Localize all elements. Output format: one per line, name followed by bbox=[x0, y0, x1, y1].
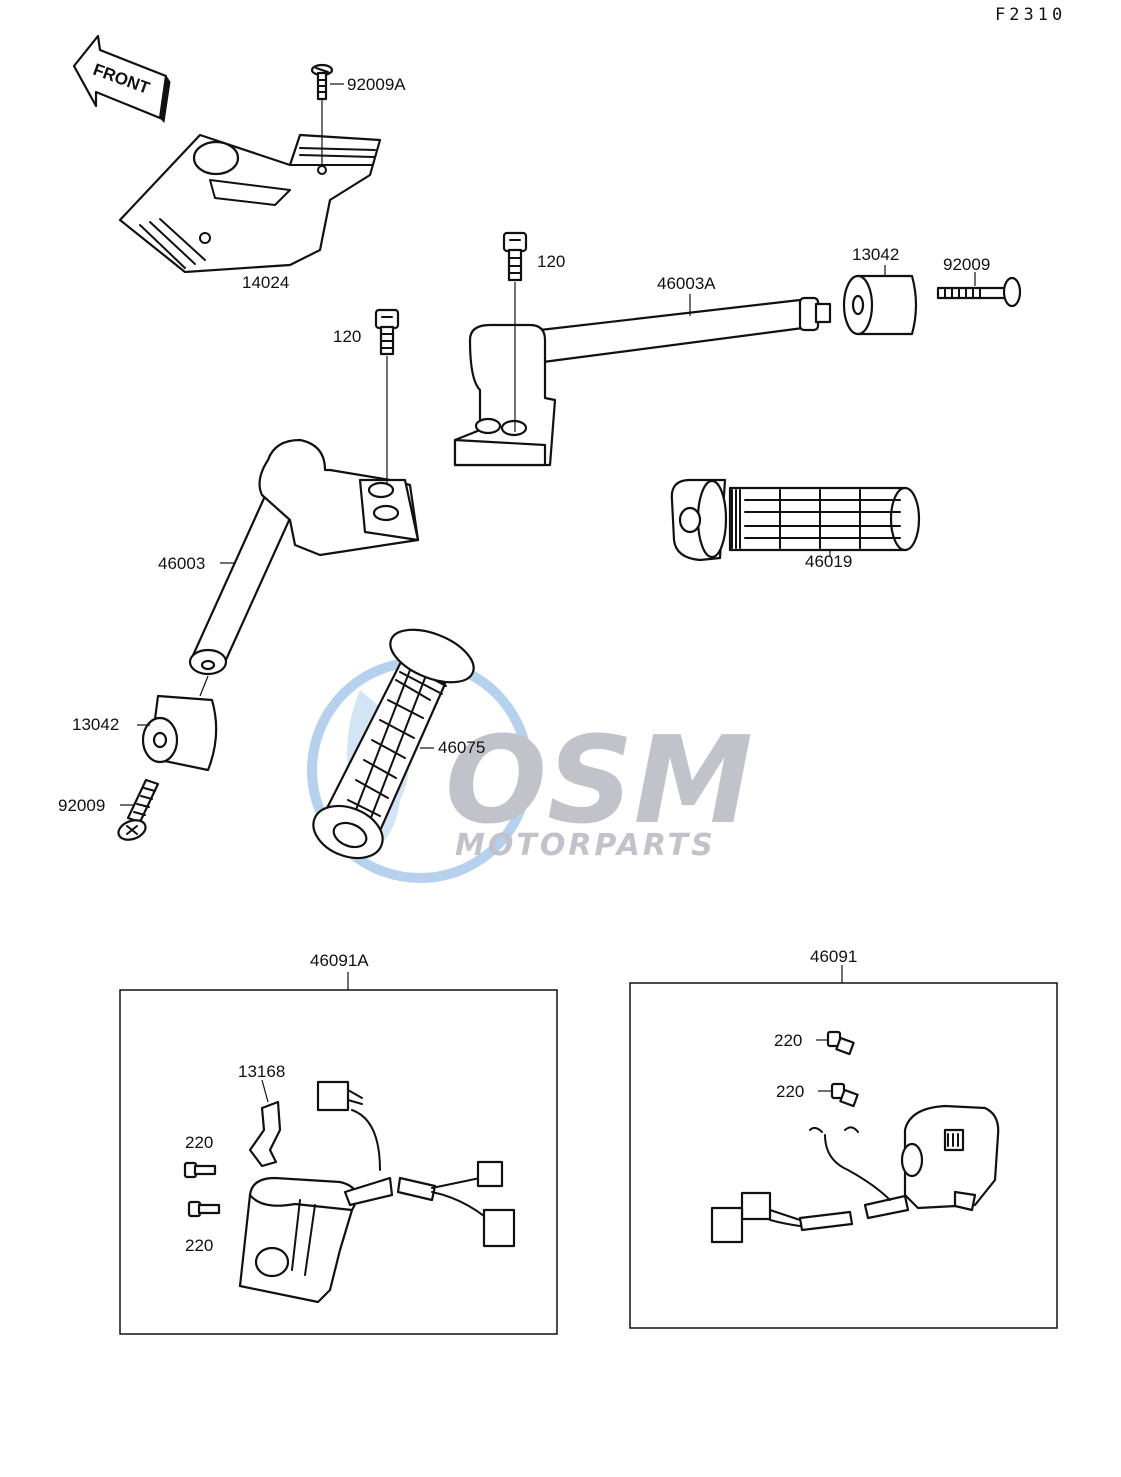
label-220-left-top: 220 bbox=[185, 1133, 213, 1152]
watermark-subtitle: MOTORPARTS bbox=[455, 828, 716, 863]
watermark-brand: OSM bbox=[445, 712, 753, 851]
box-right-title: 46091 bbox=[810, 947, 857, 966]
part-46075-handle-grip bbox=[312, 628, 475, 860]
label-120-left: 120 bbox=[333, 327, 361, 346]
bolt-92009-right-icon bbox=[936, 272, 1022, 308]
label-92009-left: 92009 bbox=[58, 796, 105, 815]
diagram-code: F2310 bbox=[995, 5, 1066, 25]
label-46003: 46003 bbox=[158, 554, 205, 573]
screw-92009A-icon bbox=[310, 63, 344, 165]
label-13042-left: 13042 bbox=[72, 715, 119, 734]
label-46075: 46075 bbox=[438, 738, 485, 757]
label-13042-right: 13042 bbox=[852, 245, 899, 264]
box-left-title: 46091A bbox=[310, 951, 369, 970]
part-14024-cover bbox=[118, 133, 382, 274]
switch-assembly-46091A-box bbox=[119, 972, 558, 1335]
part-13042-bar-end-right bbox=[842, 265, 918, 336]
part-13042-bar-end-left bbox=[141, 675, 218, 772]
label-92009-right: 92009 bbox=[943, 255, 990, 274]
part-46003A-handlebar-right bbox=[453, 296, 832, 467]
screw-120-left-icon bbox=[374, 308, 400, 485]
switch-assembly-46091-box bbox=[629, 965, 1058, 1329]
label-220-right-top: 220 bbox=[774, 1031, 802, 1050]
label-120-right: 120 bbox=[537, 252, 565, 271]
label-220-right-bottom: 220 bbox=[776, 1082, 804, 1101]
part-46003-handlebar-left bbox=[188, 438, 420, 676]
label-14024: 14024 bbox=[242, 273, 289, 292]
screw-120-right-icon bbox=[502, 231, 528, 432]
label-92009A: 92009A bbox=[347, 75, 406, 94]
part-46019-throttle-grip bbox=[670, 478, 921, 562]
label-13168: 13168 bbox=[238, 1062, 285, 1081]
label-46019: 46019 bbox=[805, 552, 852, 571]
label-220-left-bottom: 220 bbox=[185, 1236, 213, 1255]
front-arrow-icon: FRONT bbox=[72, 34, 171, 124]
bolt-92009-left-icon bbox=[117, 778, 160, 841]
label-46003A: 46003A bbox=[657, 274, 716, 293]
